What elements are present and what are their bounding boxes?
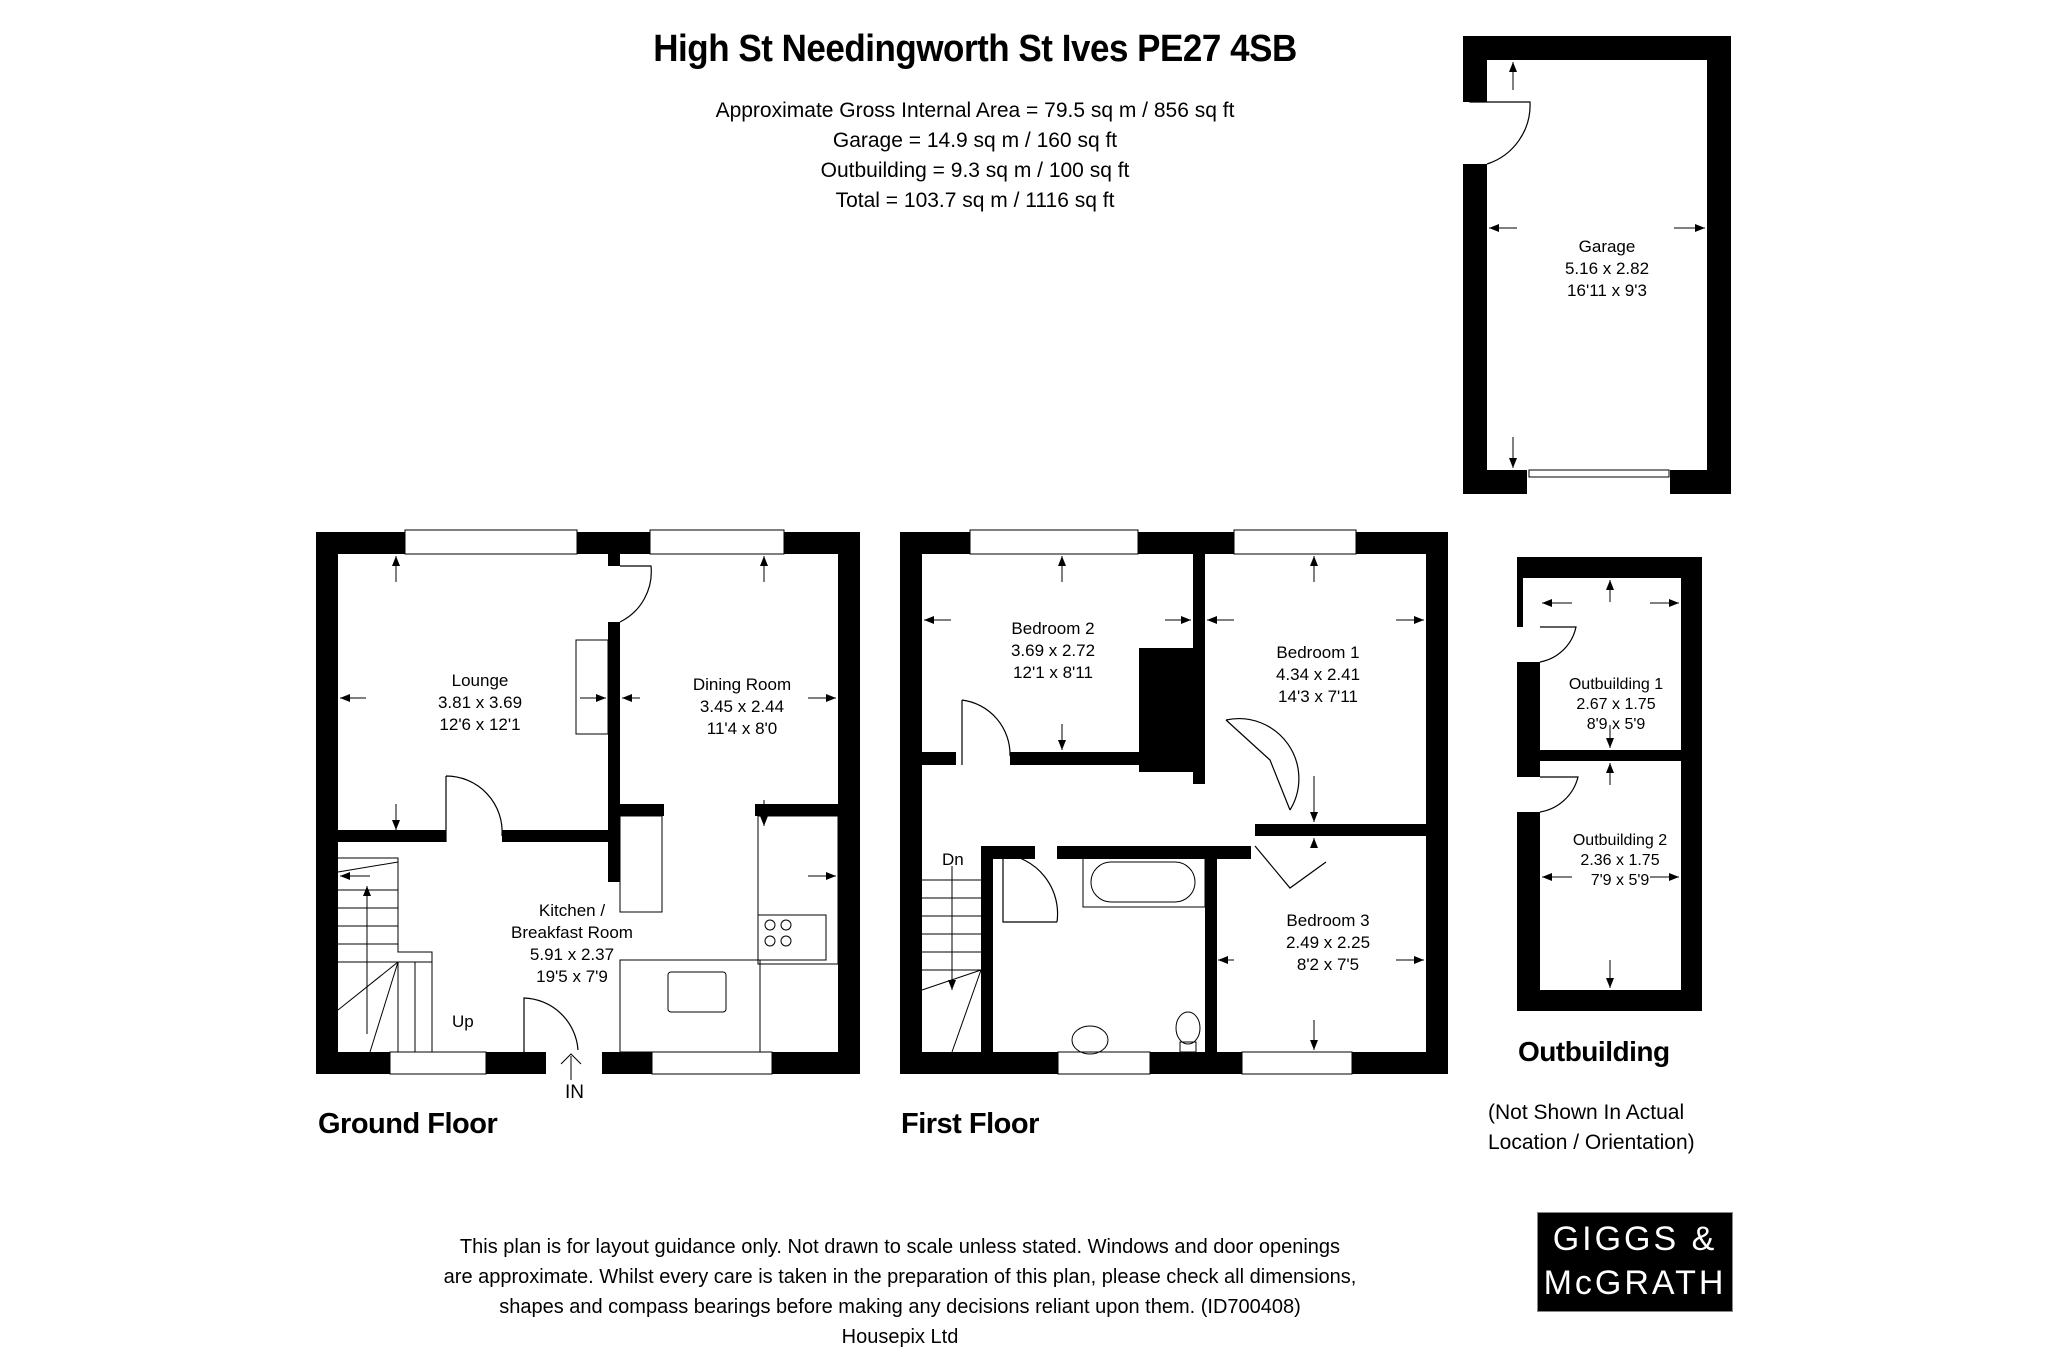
room-kitchen-breakfast: Kitchen / Breakfast Room 5.91 x 2.37 19'… [511, 900, 633, 988]
kitchen-unit [619, 815, 663, 913]
outbuilding-label: Outbuilding [1518, 1036, 1670, 1067]
room-name-line2: Breakfast Room [511, 923, 633, 942]
basin-icon [1071, 1025, 1109, 1055]
room-bedroom-1: Bedroom 1 4.34 x 2.41 14'3 x 7'11 [1276, 642, 1360, 708]
room-outbuilding-1: Outbuilding 1 2.67 x 1.75 8'9 x 5'9 [1569, 675, 1663, 735]
sink-icon [667, 971, 727, 1013]
room-name: Lounge [451, 671, 509, 690]
room-imperial: 14'3 x 7'11 [1278, 687, 1358, 706]
room-bedroom-3: Bedroom 3 2.49 x 2.25 8'2 x 7'5 [1286, 910, 1370, 976]
outbuilding-note: (Not Shown In Actual Location / Orientat… [1488, 1098, 1695, 1158]
logo-line-2: McGRATH [1543, 1264, 1727, 1302]
room-name: Outbuilding 2 [1572, 832, 1668, 849]
bath-icon [1082, 856, 1206, 908]
room-outbuilding-2: Outbuilding 2 2.36 x 1.75 7'9 x 5'9 [1573, 831, 1667, 891]
room-metric: 3.45 x 2.44 [699, 697, 785, 716]
room-name: Bedroom 3 [1286, 911, 1370, 930]
ground-floor-label: Ground Floor [318, 1108, 498, 1140]
room-imperial: 11'4 x 8'0 [706, 719, 778, 738]
first-floor-walls [900, 532, 1448, 1074]
disclaimer: This plan is for layout guidance only. N… [360, 1232, 1440, 1352]
chimney-breast [575, 639, 609, 735]
disclaimer-line-3: shapes and compass bearings before makin… [499, 1296, 1301, 1318]
room-metric: 2.36 x 1.75 [1580, 852, 1660, 869]
toilet-icon [1175, 1011, 1201, 1045]
room-name: Garage [1578, 237, 1636, 256]
room-name: Kitchen / [538, 901, 606, 920]
disclaimer-credit: Housepix Ltd [841, 1326, 959, 1348]
kitchen-counter [619, 959, 761, 1053]
total-area: Total = 103.7 sq m / 1116 sq ft [835, 189, 1115, 212]
outbuilding-walls [1517, 557, 1702, 1011]
room-imperial: 8'9 x 5'9 [1586, 716, 1646, 733]
hob-icon [757, 914, 827, 961]
garage-walls [1463, 36, 1731, 494]
room-imperial: 8'2 x 7'5 [1296, 955, 1360, 974]
room-garage: Garage 5.16 x 2.82 16'11 x 9'3 [1565, 236, 1649, 302]
room-name: Bedroom 1 [1276, 643, 1360, 662]
room-name: Outbuilding 1 [1568, 676, 1664, 693]
room-imperial: 12'6 x 12'1 [439, 715, 521, 734]
outbuilding-area: Outbuilding = 9.3 sq m / 100 sq ft [820, 159, 1130, 182]
garage-area: Garage = 14.9 sq m / 160 sq ft [832, 129, 1118, 152]
room-name: Dining Room [692, 675, 792, 694]
room-bedroom-2: Bedroom 2 3.69 x 2.72 12'1 x 8'11 [1011, 618, 1095, 684]
gross-internal-area: Approximate Gross Internal Area = 79.5 s… [715, 99, 1235, 122]
room-imperial: 19'5 x 7'9 [536, 967, 608, 986]
room-imperial: 12'1 x 8'11 [1013, 663, 1093, 682]
agency-logo: GIGGS & McGRATH [1537, 1212, 1733, 1312]
disclaimer-line-1: This plan is for layout guidance only. N… [459, 1236, 1341, 1258]
area-summary: Approximate Gross Internal Area = 79.5 s… [0, 96, 1950, 216]
room-metric: 2.49 x 2.25 [1285, 933, 1371, 952]
room-metric: 3.81 x 3.69 [437, 693, 523, 712]
outbuilding-note-line-1: (Not Shown In Actual [1488, 1101, 1685, 1124]
room-dining-room: Dining Room 3.45 x 2.44 11'4 x 8'0 [693, 674, 791, 740]
entrance-label: IN [565, 1082, 584, 1103]
first-floor-label: First Floor [901, 1108, 1039, 1140]
room-imperial: 7'9 x 5'9 [1590, 872, 1650, 889]
room-name: Bedroom 2 [1011, 619, 1095, 638]
room-metric: 2.67 x 1.75 [1576, 696, 1656, 713]
room-metric: 4.34 x 2.41 [1275, 665, 1361, 684]
disclaimer-line-2: are approximate. Whilst every care is ta… [443, 1266, 1357, 1288]
logo-line-1: GIGGS & [1552, 1220, 1718, 1258]
room-metric: 5.91 x 2.37 [529, 945, 615, 964]
room-metric: 3.69 x 2.72 [1010, 641, 1096, 660]
outbuilding-note-line-2: Location / Orientation) [1488, 1131, 1695, 1154]
room-lounge: Lounge 3.81 x 3.69 12'6 x 12'1 [438, 670, 522, 736]
door-swing [619, 565, 652, 623]
stairs-down-label: Dn [942, 850, 964, 869]
room-metric: 5.16 x 2.82 [1564, 259, 1650, 278]
page-title: High St Needingworth St Ives PE27 4SB [653, 28, 1297, 70]
stairs-up-label: Up [452, 1012, 474, 1031]
room-imperial: 16'11 x 9'3 [1567, 281, 1647, 300]
